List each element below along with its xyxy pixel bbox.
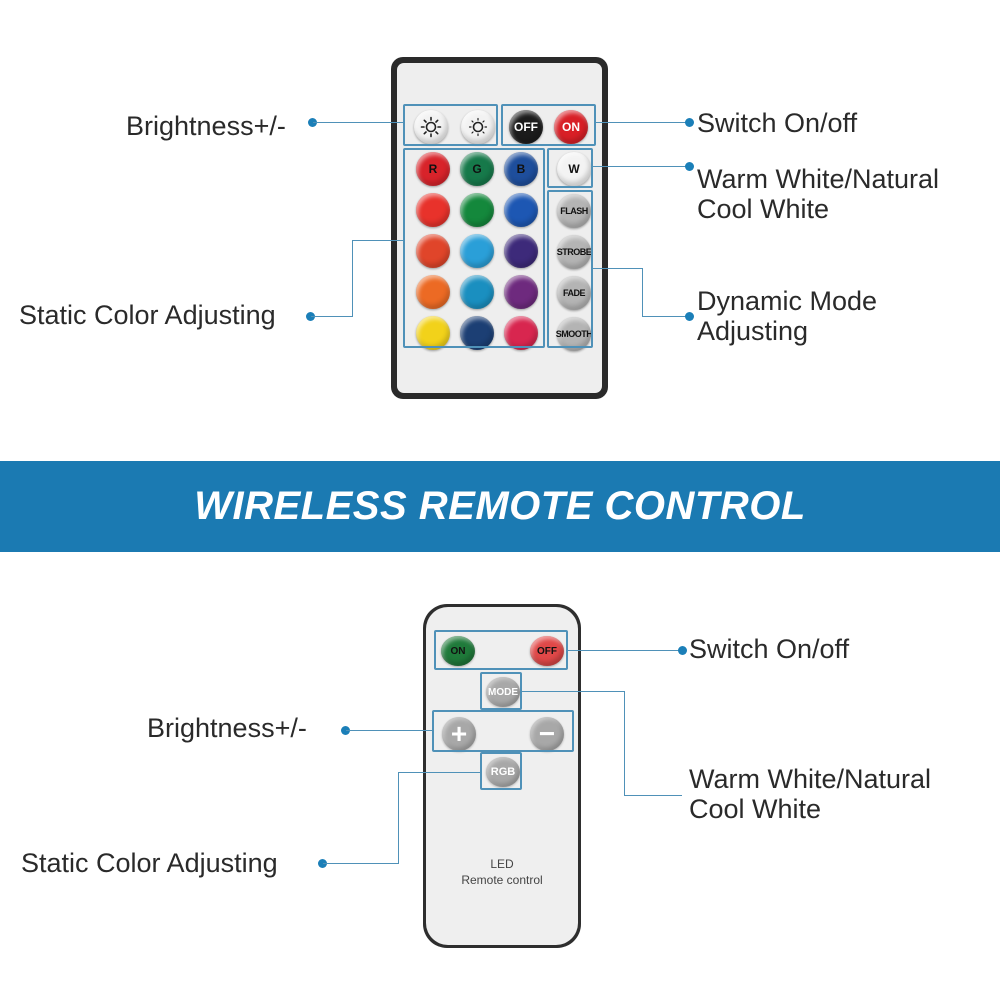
dynamic-mode-label-line2: Adjusting <box>697 316 809 346</box>
mini-mode-leader-b <box>624 691 625 795</box>
switch-leader <box>595 122 689 123</box>
warm-white-leader <box>592 166 688 167</box>
flash-button[interactable]: FLASH <box>557 194 591 228</box>
mini-brightness-leader-dot <box>341 726 350 735</box>
color-button-r4-c1[interactable] <box>416 275 450 309</box>
off-button[interactable]: OFF <box>509 110 543 144</box>
color-button-r4-c2[interactable] <box>460 275 494 309</box>
sun-icon <box>420 116 442 138</box>
dynamic-mode-label-line1: Dynamic Mode <box>697 286 878 316</box>
mini-warm-white-label-line1: Warm White/Natural <box>689 764 932 794</box>
color-button-r2-c1[interactable] <box>416 193 450 227</box>
static-leader-a <box>311 316 353 317</box>
mini-static-leader-c <box>398 772 481 773</box>
dynamic-leader-b <box>642 268 643 316</box>
static-color-label: Static Color Adjusting <box>19 300 276 330</box>
remote-mini: ON OFF MODE + − RGB LED Remote control <box>423 604 581 948</box>
remote-print-led: LED <box>490 857 514 871</box>
mode-button[interactable]: MODE <box>486 677 520 707</box>
warm-white-leader-dot <box>685 162 694 171</box>
mini-brightness-frame <box>432 710 574 752</box>
warm-white-frame <box>547 148 593 188</box>
mini-rgb-frame <box>480 752 522 790</box>
fade-button[interactable]: FADE <box>557 276 591 310</box>
mini-mode-leader-a <box>521 691 624 692</box>
switch-leader-dot <box>685 118 694 127</box>
color-button-r2-c2[interactable] <box>460 193 494 227</box>
warm-white-label-line1: Warm White/Natural <box>697 164 940 194</box>
color-button-r3-c2[interactable] <box>460 234 494 268</box>
brightness-leader-dot <box>308 118 317 127</box>
brightness-minus-button[interactable]: − <box>530 717 564 751</box>
dynamic-leader-c <box>642 316 688 317</box>
static-leader-c <box>352 240 404 241</box>
mini-mode-leader-c <box>624 795 682 796</box>
rgb-button[interactable]: RGB <box>486 757 520 787</box>
dynamic-mode-frame <box>547 190 593 348</box>
color-button-r5-c3[interactable] <box>504 316 538 350</box>
white-button[interactable]: W <box>557 152 591 186</box>
mini-static-leader-b <box>398 772 399 864</box>
remote-mini-face: ON OFF MODE + − RGB LED Remote control <box>426 607 578 945</box>
on-button[interactable]: ON <box>554 110 588 144</box>
off-button[interactable]: OFF <box>530 636 564 666</box>
title-banner: WIRELESS REMOTE CONTROL <box>0 461 1000 552</box>
mini-switch-leader-dot <box>678 646 687 655</box>
blue-button[interactable]: B <box>504 152 538 186</box>
brightness-plus-button[interactable]: + <box>442 717 476 751</box>
mini-static-leader-dot <box>318 859 327 868</box>
switch-frame <box>501 104 596 146</box>
green-button[interactable]: G <box>460 152 494 186</box>
banner-title: WIRELESS REMOTE CONTROL <box>194 484 806 528</box>
brightness-frame <box>403 104 498 146</box>
color-button-r3-c1[interactable] <box>416 234 450 268</box>
brightness-label: Brightness+/- <box>126 111 286 141</box>
sun-icon <box>468 117 488 137</box>
warm-white-label-line2: Cool White <box>697 194 830 224</box>
mini-static-color-label: Static Color Adjusting <box>21 848 278 878</box>
static-leader-b <box>352 240 353 317</box>
smooth-button[interactable]: SMOOTH <box>556 317 593 351</box>
static-color-frame <box>403 148 545 348</box>
mini-brightness-leader <box>346 730 433 731</box>
color-button-r3-c3[interactable] <box>504 234 538 268</box>
dynamic-leader-dot <box>685 312 694 321</box>
brightness-down-button[interactable] <box>461 110 495 144</box>
brightness-leader <box>313 122 405 123</box>
color-button-r2-c3[interactable] <box>504 193 538 227</box>
remote-print-remote-control: Remote control <box>461 873 543 887</box>
static-leader-dot <box>306 312 315 321</box>
strobe-button[interactable]: STROBE <box>557 235 592 269</box>
mini-switch-leader <box>568 650 682 651</box>
mini-static-leader-a <box>323 863 398 864</box>
mini-warm-white-label-line2: Cool White <box>689 794 822 824</box>
switch-label: Switch On/off <box>697 108 858 138</box>
brightness-up-button[interactable] <box>414 110 448 144</box>
mini-brightness-label: Brightness+/- <box>147 713 307 743</box>
on-button[interactable]: ON <box>441 636 475 666</box>
color-button-r4-c3[interactable] <box>504 275 538 309</box>
color-button-r5-c2[interactable] <box>460 316 494 350</box>
mini-switch-frame <box>434 630 568 670</box>
red-button[interactable]: R <box>416 152 450 186</box>
dynamic-leader-a <box>592 268 642 269</box>
mini-switch-label: Switch On/off <box>689 634 850 664</box>
color-button-r5-c1[interactable] <box>416 316 450 350</box>
mini-mode-frame <box>480 672 522 710</box>
